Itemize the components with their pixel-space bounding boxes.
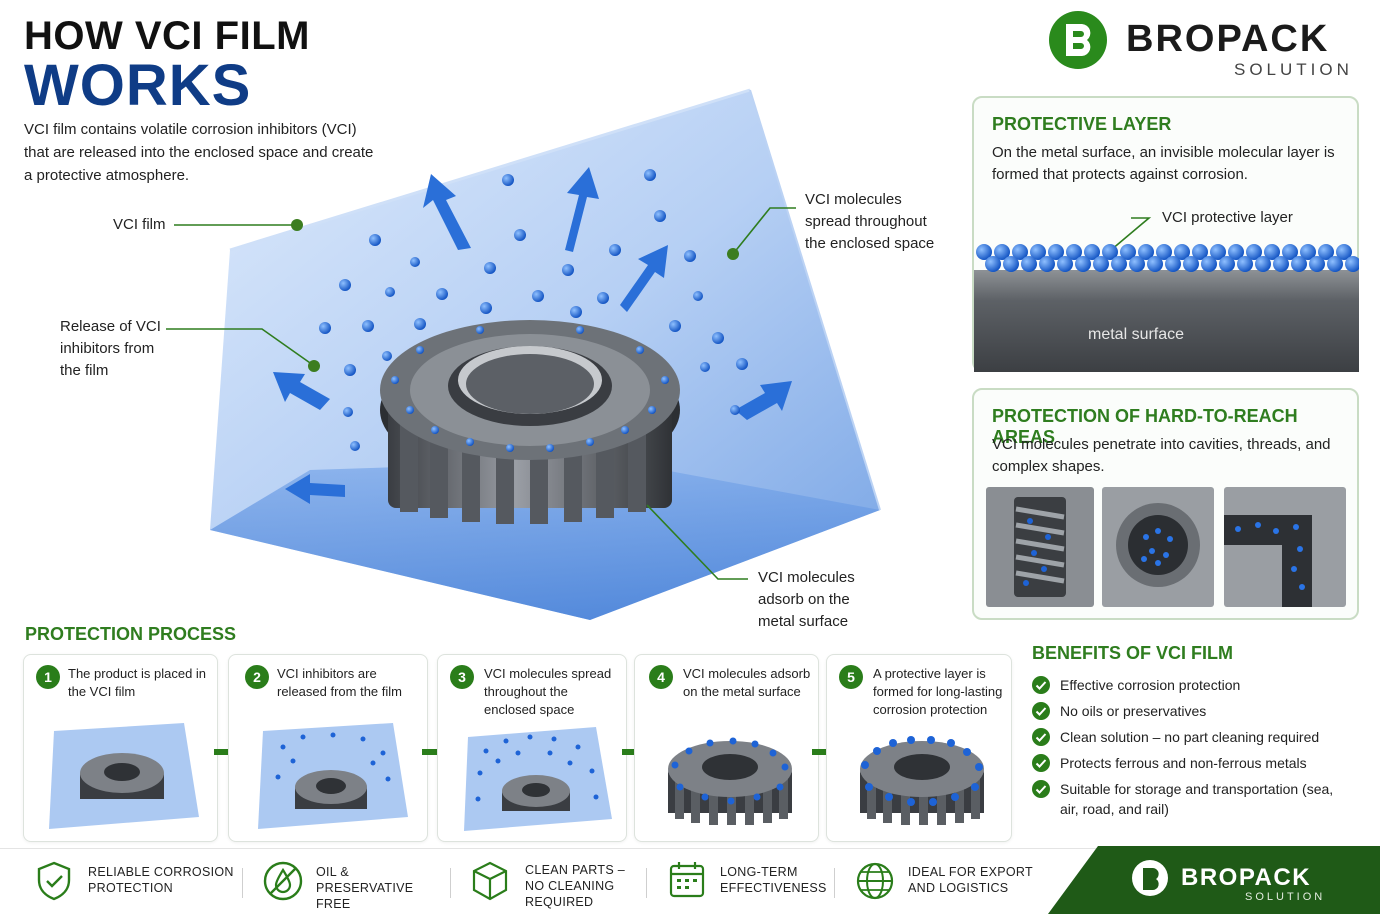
process-title: PROTECTION PROCESS (25, 624, 237, 644)
check-icon (1032, 702, 1050, 720)
footer-separator (242, 868, 243, 898)
vci-film-illustration (210, 88, 881, 620)
benefit-text: Protects ferrous and non-ferrous metals (1060, 755, 1307, 771)
box-icon (472, 861, 508, 901)
step-1-illustration (49, 723, 199, 829)
footer-item-text: LONG-TERM EFFECTIVENESS (720, 865, 827, 895)
footer-item-text: RELIABLE CORROSION PROTECTION (88, 865, 234, 895)
hard-to-reach-panel: PROTECTION OF HARD-TO-REACH AREAS VCI mo… (972, 388, 1359, 620)
brand-logo: BROPACK SOLUTION (1048, 10, 1368, 80)
globe-icon (856, 862, 894, 900)
callout-vci-film: VCI film (113, 216, 166, 233)
step-number: 3 (450, 665, 474, 689)
footer-brand-name: BROPACK (1181, 864, 1312, 891)
callout-release: Release of VCI inhibitors from the film (60, 318, 161, 379)
footer-item-text: IDEAL FOR EXPORT AND LOGISTICS (908, 865, 1033, 895)
benefits-title: BENEFITS OF VCI FILM (1032, 643, 1233, 663)
footer-logo-icon (1132, 860, 1168, 896)
metal-surface-label: metal surface (1088, 326, 1185, 343)
process-step-3: 3 VCI molecules spread throughout the en… (437, 654, 627, 842)
protective-layer-text: On the metal surface, an invisible molec… (992, 144, 1335, 183)
footer-brand-block (1048, 846, 1380, 914)
step-number: 2 (245, 665, 269, 689)
footer-item-text: OIL & PRESERVATIVE FREE (316, 865, 414, 911)
process-step-4: 4 VCI molecules adsorb on the metal surf… (634, 654, 819, 842)
protective-layer-panel: PROTECTIVE LAYER On the metal surface, a… (972, 96, 1359, 372)
calendar-icon (669, 862, 705, 898)
step-number: 1 (36, 665, 60, 689)
benefit-text: No oils or preservatives (1060, 703, 1207, 719)
step-text: A protective layer is formed for long-la… (873, 666, 1003, 717)
gear-icon (380, 320, 680, 524)
intro-text: VCI film contains volatile corrosion inh… (24, 121, 374, 184)
footer-brand-subtitle: SOLUTION (1245, 891, 1326, 903)
brand-subtitle: SOLUTION (1234, 60, 1353, 79)
molecular-layer-illustration (974, 217, 1359, 372)
footer-separator (450, 868, 451, 898)
brand-name: BROPACK (1126, 18, 1330, 60)
process-step-1: 1 The product is placed in the VCI film (23, 654, 218, 842)
step-text: VCI inhibitors are released from the fil… (277, 666, 402, 699)
step-number: 5 (839, 665, 863, 689)
no-oil-icon (263, 861, 303, 901)
vci-molecules (319, 169, 748, 508)
step-text: VCI molecules spread throughout the encl… (484, 666, 612, 717)
callout-spread: VCI molecules spread throughout the encl… (805, 191, 935, 252)
release-arrows (273, 167, 792, 504)
benefit-text: Effective corrosion protection (1060, 677, 1241, 693)
protective-layer-label: VCI protective layer (1162, 209, 1293, 226)
footer-separator (834, 868, 835, 898)
thread-cavity-image (986, 487, 1094, 607)
protective-layer-title: PROTECTIVE LAYER (992, 114, 1172, 134)
callout-adsorb: VCI molecules adsorb on the metal surfac… (758, 569, 855, 630)
step-2-illustration (258, 723, 408, 829)
shield-check-icon (37, 861, 71, 901)
step-4-illustration (668, 737, 792, 825)
check-icon (1032, 780, 1050, 798)
brand-logo-icon (1049, 11, 1107, 69)
hard-to-reach-title: PROTECTION OF HARD-TO-REACH AREAS (992, 406, 1298, 447)
page-title-line2: WORKS (24, 53, 252, 118)
footer-item-text: CLEAN PARTS – NO CLEANING REQUIRED (525, 863, 625, 909)
process-step-5: 5 A protective layer is formed for long-… (826, 654, 1012, 842)
footer-separator (646, 868, 647, 898)
channel-cavity-image (1224, 487, 1346, 607)
step-3-illustration (464, 727, 612, 831)
process-step-2: 2 VCI inhibitors are released from the f… (228, 654, 428, 842)
step-text: VCI molecules adsorb on the metal surfac… (683, 666, 811, 699)
benefit-text: Suitable for storage and transportation … (1060, 781, 1334, 817)
check-icon (1032, 676, 1050, 694)
hard-to-reach-text: VCI molecules penetrate into cavities, t… (992, 436, 1331, 475)
step-5-illustration (860, 736, 984, 825)
step-number: 4 (649, 665, 673, 689)
bore-cavity-image (1102, 487, 1214, 607)
page-title-line1: HOW VCI FILM (24, 14, 310, 58)
step-text: The product is placed in the VCI film (68, 666, 207, 699)
check-icon (1032, 754, 1050, 772)
benefit-text: Clean solution – no part cleaning requir… (1060, 729, 1320, 745)
check-icon (1032, 728, 1050, 746)
